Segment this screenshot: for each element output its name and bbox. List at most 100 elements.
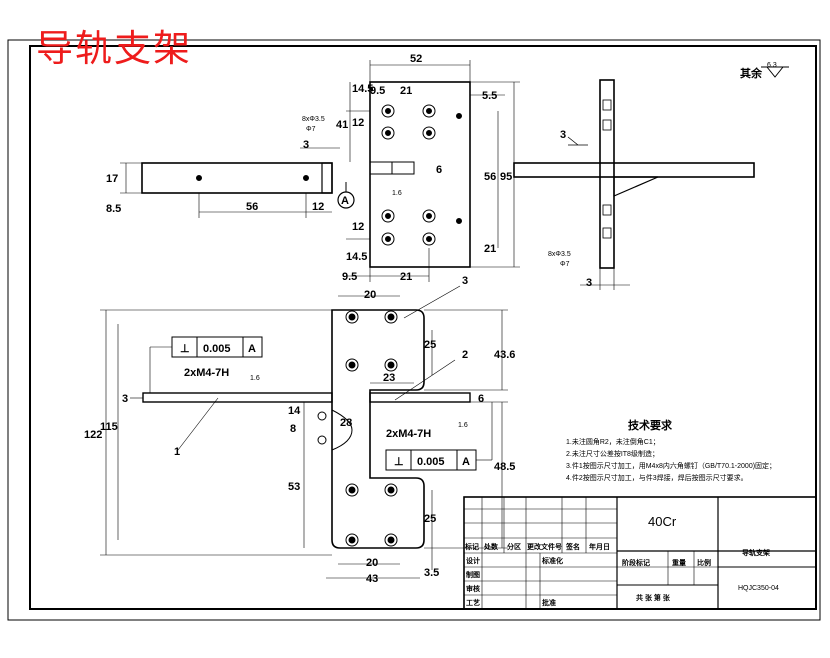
dim-14-5-b: 14.5 [346, 251, 367, 263]
dim-56-h: 56 [246, 201, 258, 213]
col-label-5: 年月日 [589, 542, 610, 551]
front-dim-3-5: 3.5 [424, 567, 439, 579]
fcf-1 [149, 336, 263, 393]
dim-17: 17 [106, 173, 118, 185]
tech-req-item-4: 4.件2按图示尺寸加工，与件3焊接，焊后按图示尺寸要求。 [566, 473, 748, 482]
front-dim-43: 43 [366, 573, 378, 585]
tech-req-item-1: 1.未注圆角R2，未注倒角C1； [566, 437, 660, 446]
balloon-1: 1 [174, 446, 180, 458]
front-plate [331, 309, 425, 549]
dim-9-5-b: 9.5 [342, 271, 357, 283]
dim-95: 95 [500, 171, 512, 183]
thread-note-1: 2xM4-7H [184, 367, 229, 379]
front-dim-48-5: 48.5 [494, 461, 515, 473]
front-dim-53: 53 [288, 481, 300, 493]
rough-note-1: 1.6 [250, 375, 260, 382]
col-label-4: 签名 [565, 542, 580, 551]
side-dim-3a: 3 [560, 129, 566, 141]
fcf2-symbol: ⊥ [394, 456, 404, 468]
outer-frame [7, 39, 821, 621]
dim-14-5: 14.5 [352, 83, 373, 95]
front-dim-122: 122 [84, 429, 102, 441]
side-view [513, 79, 755, 290]
fcf1-datum: A [248, 343, 256, 355]
dim-3: 3 [303, 139, 309, 151]
front-arm [142, 392, 333, 403]
front-dim-25a: 25 [424, 339, 436, 351]
col-label-1: 处数 [483, 542, 499, 551]
dim-5-5: 5.5 [482, 90, 497, 102]
hole-group-upper [381, 104, 436, 140]
dim-6: 6 [436, 164, 442, 176]
scale-label: 比例 [697, 558, 711, 567]
row-label-process: 工艺 [466, 598, 480, 607]
dim-41: 41 [336, 119, 348, 131]
front-dim-20-bot: 20 [366, 557, 378, 569]
col-label-3: 更改文件号 [527, 542, 562, 551]
tech-req-item-3: 3.件1按图示尺寸加工，用M4x8内六角螺钉（GB/T70.1-2000)固定； [566, 461, 776, 470]
roughness-value: 6.3 [767, 62, 777, 69]
fcf2-datum: A [462, 456, 470, 468]
title-block [463, 496, 817, 610]
balloon-2: 2 [462, 349, 468, 361]
dim-9-5: 9.5 [370, 85, 385, 97]
front-arm-right [369, 392, 471, 403]
front-holes [317, 310, 398, 547]
fcf-2 [385, 402, 493, 471]
approve-label: 批准 [542, 598, 556, 607]
dim-12-b: 12 [352, 221, 364, 233]
arm-flange [321, 162, 333, 194]
sheets-label: 共 张 第 张 [636, 593, 671, 602]
hole-group-lower [381, 209, 436, 246]
dim-52: 52 [410, 53, 422, 65]
front-dim-20-top: 20 [364, 289, 376, 301]
front-dim-8: 8 [290, 423, 296, 435]
front-dim-25b: 25 [424, 513, 436, 525]
roughness-symbol [761, 66, 789, 78]
std-label: 标准化 [541, 556, 563, 565]
fcf1-symbol: ⊥ [180, 343, 190, 355]
drawing-title: 导轨支架 [36, 27, 192, 70]
hole-note-side-2: Φ7 [560, 261, 570, 268]
dim-12: 12 [352, 117, 364, 129]
dim-21: 21 [400, 85, 412, 97]
front-dim-28: 28 [340, 417, 352, 429]
row-label-design: 设计 [466, 556, 480, 565]
balloon-3: 3 [462, 275, 468, 287]
dim-56-v: 56 [484, 171, 496, 183]
arm-hole [196, 175, 202, 181]
top-view [120, 60, 520, 282]
front-dim-14: 14 [288, 405, 301, 417]
material: 40Cr [648, 514, 677, 529]
col-label-2: 分区 [507, 542, 521, 551]
tech-req-item-2: 2.未注尺寸公差按IT8级制造； [566, 449, 659, 458]
side-dim-3b: 3 [586, 277, 592, 289]
rough-note-2: 1.6 [458, 422, 468, 429]
dim-21-b: 21 [400, 271, 412, 283]
fcf2-value: 0.005 [417, 456, 445, 468]
thread-note-2: 2xM4-7H [386, 428, 431, 440]
part-name: 导轨支架 [742, 548, 770, 557]
row-label-draw: 制图 [466, 570, 480, 579]
roughness-label: 其余 [740, 66, 763, 80]
hole-note-top-1: 8xΦ3.5 [302, 116, 325, 123]
weight-label: 重量 [672, 558, 686, 567]
drawing-no: HQJC350-04 [738, 585, 779, 592]
front-dim-43-6: 43.6 [494, 349, 515, 361]
inner-frame [29, 45, 817, 610]
stage-label: 阶段标记 [622, 558, 650, 567]
dim-12-h: 12 [312, 201, 324, 213]
front-dim-115: 115 [100, 421, 118, 433]
tech-req-title: 技术要求 [628, 418, 673, 432]
row-label-review: 审核 [466, 584, 480, 593]
datum-label: A [341, 195, 349, 207]
col-label-0: 标记 [464, 542, 479, 551]
rough-1-6: 1.6 [392, 190, 402, 197]
dim-21-v: 21 [484, 243, 496, 255]
arm-hole [303, 175, 309, 181]
hole-note-side-1: 8xΦ3.5 [548, 251, 571, 258]
hole-note-top-2: Φ7 [306, 126, 316, 133]
front-dim-23: 23 [383, 372, 395, 384]
